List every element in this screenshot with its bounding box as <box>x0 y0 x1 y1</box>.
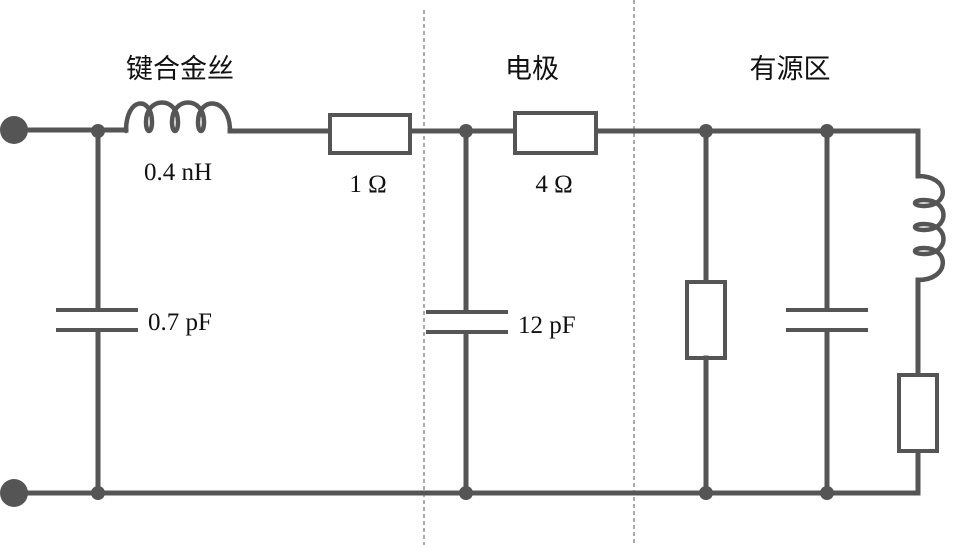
junction-node <box>91 124 105 138</box>
input-terminal-bottom[interactable] <box>0 479 28 507</box>
label-pad-capacitance: 0.7 pF <box>148 309 212 336</box>
section-title-electrode: 电极 <box>505 54 559 85</box>
junction-node <box>820 486 834 500</box>
resistor-active-region <box>685 128 727 496</box>
bottom-rail-wire <box>11 447 921 496</box>
inductor-bonding-wire <box>123 100 233 134</box>
input-terminal-top[interactable] <box>0 116 28 144</box>
junction-node <box>459 124 473 138</box>
inductor-active-region <box>912 173 946 378</box>
resistor-active-region-series <box>897 373 939 453</box>
label-electrode-resistance: 4 Ω <box>535 171 572 198</box>
resistor-electrode <box>513 111 598 155</box>
junction-node <box>91 486 105 500</box>
junction-node <box>820 124 834 138</box>
resistor-bonding-wire <box>328 113 412 155</box>
capacitor-active-region <box>786 128 868 496</box>
section-title-active-region: 有源区 <box>750 54 831 85</box>
junction-node <box>699 486 713 500</box>
section-title-bonding-wire: 键合金丝 <box>126 54 234 85</box>
junction-node <box>699 124 713 138</box>
capacitor-pad <box>56 127 138 496</box>
label-wire-resistance: 1 Ω <box>349 171 386 198</box>
label-wire-inductance: 0.4 nH <box>144 159 212 186</box>
label-electrode-capacitance: 12 pF <box>518 312 576 339</box>
junction-nodes <box>91 124 834 500</box>
junction-node <box>459 486 473 500</box>
capacitor-electrode <box>426 128 508 496</box>
